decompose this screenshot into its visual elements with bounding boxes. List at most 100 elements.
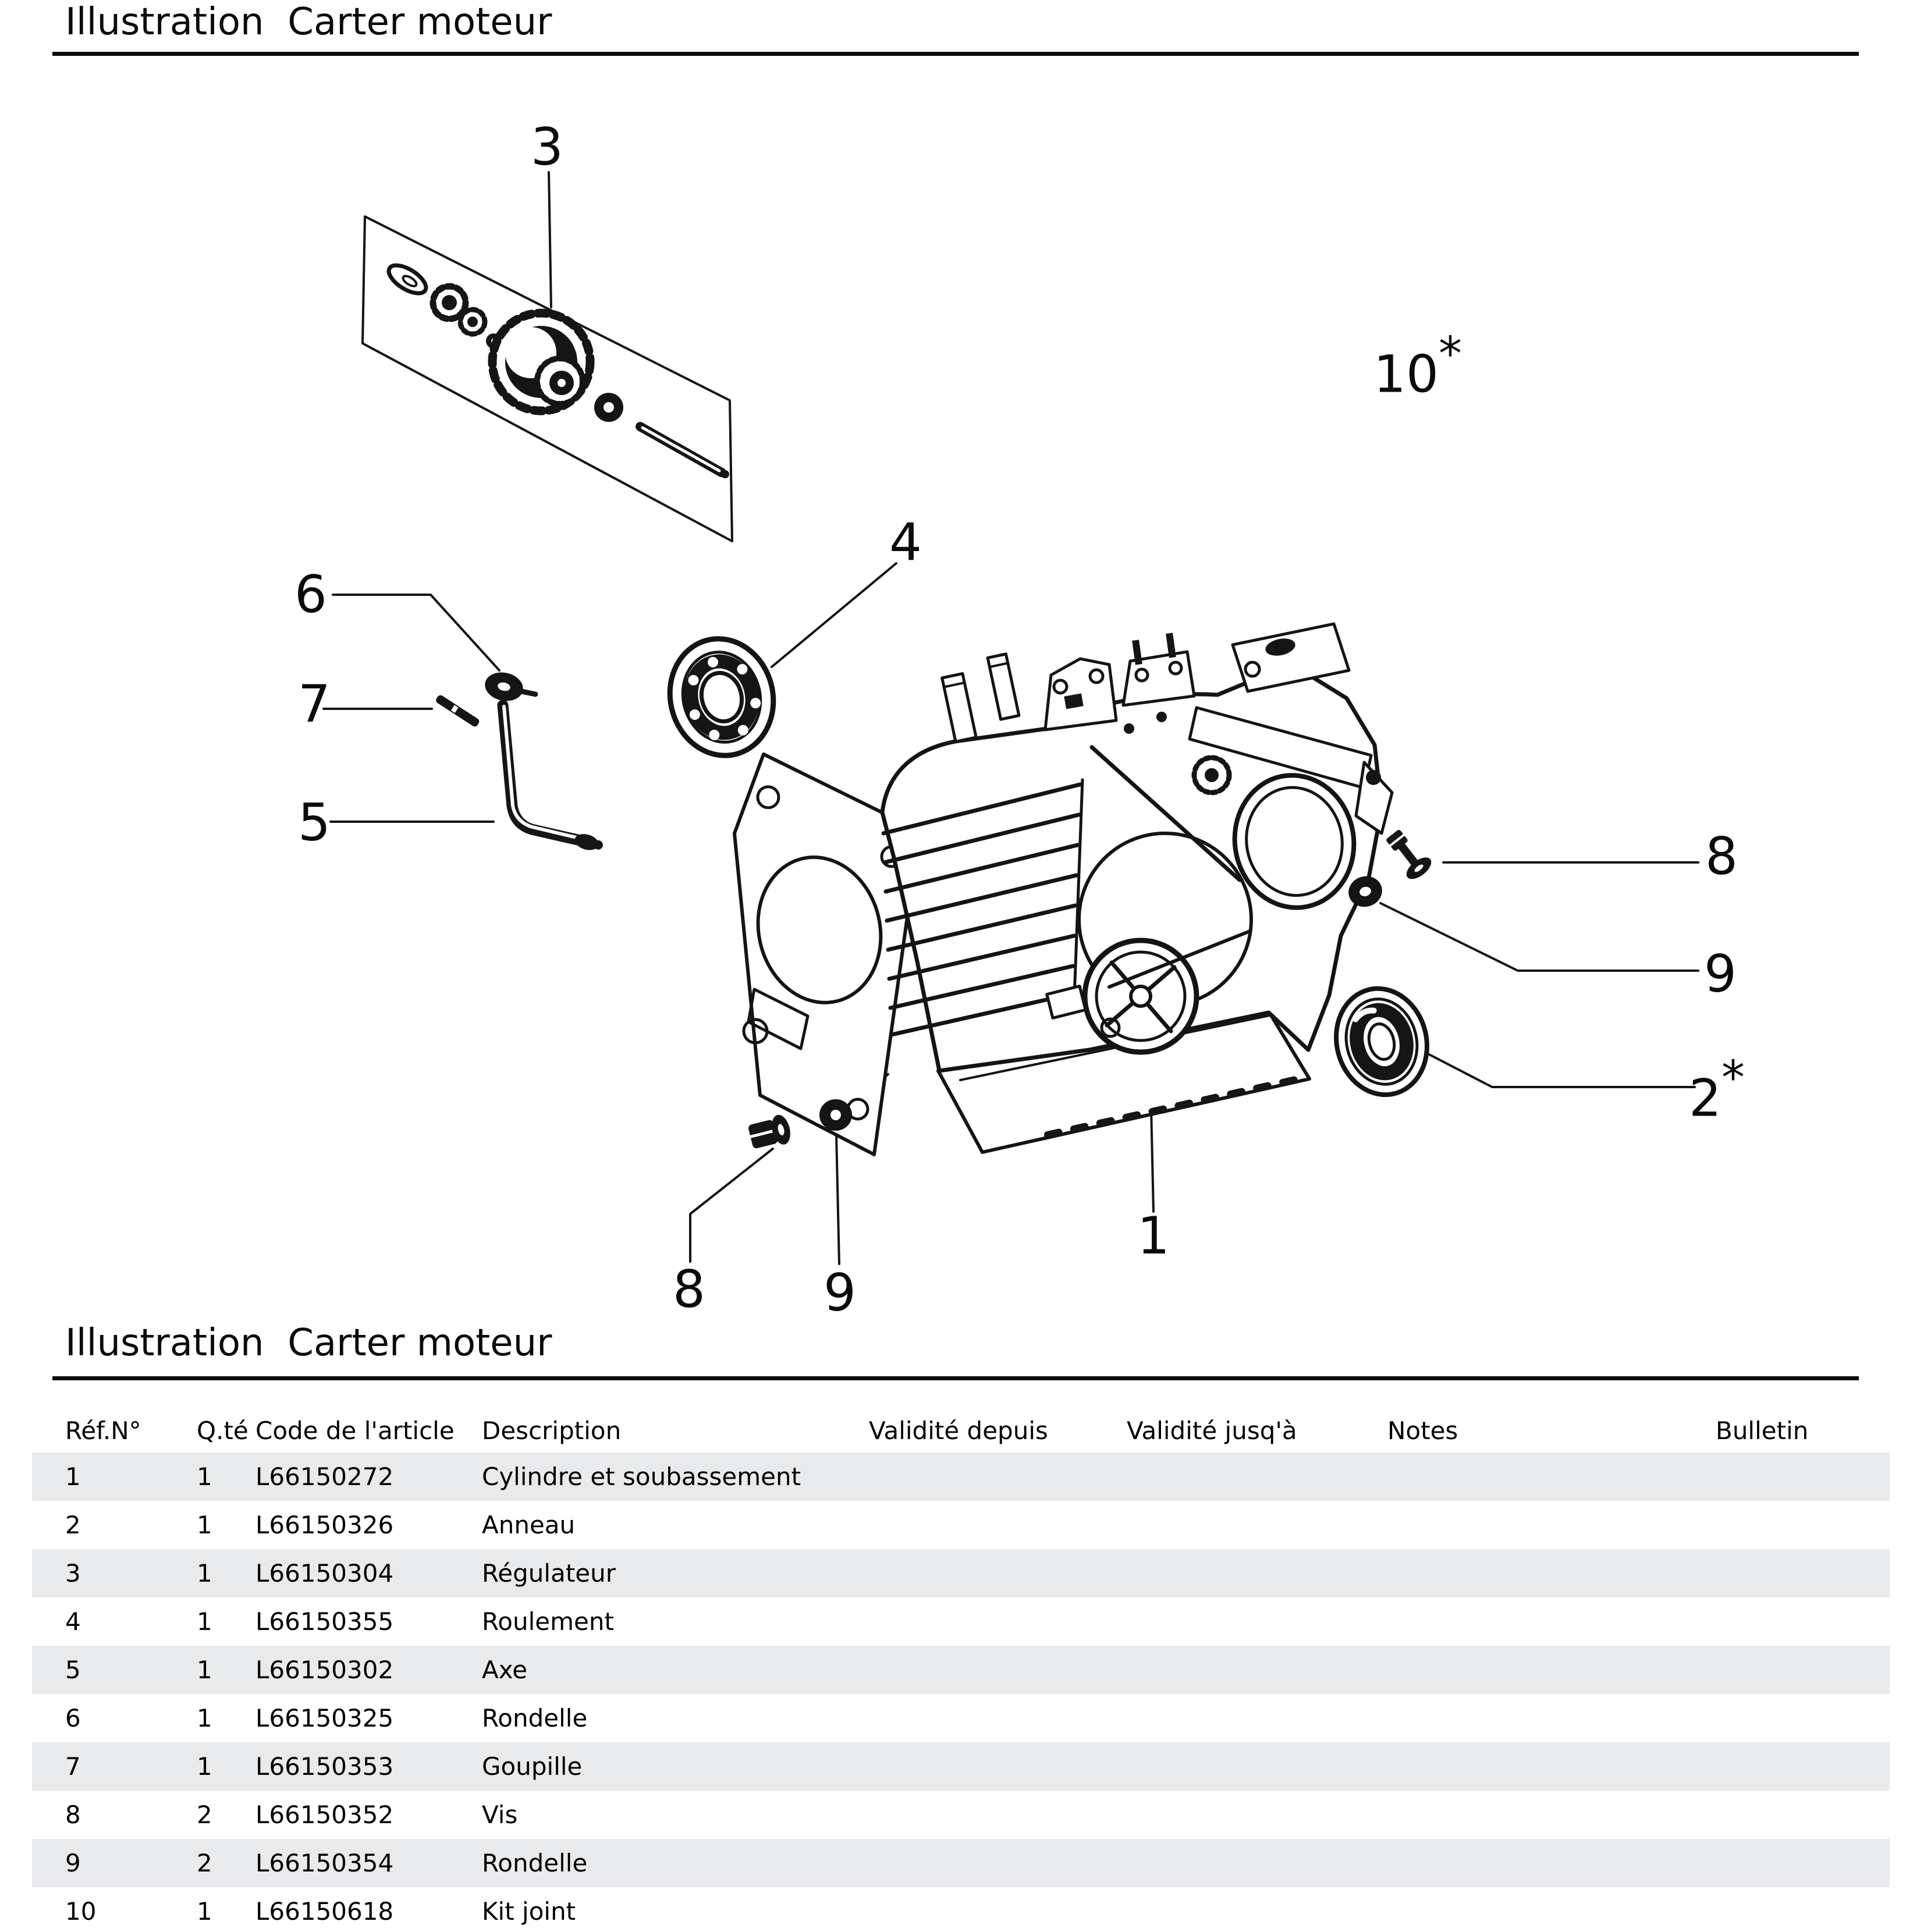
table-row: 3 1 L66150304 Régulateur bbox=[32, 1549, 1890, 1597]
cell-qty: 1 bbox=[197, 1704, 212, 1732]
pin-part-7 bbox=[436, 695, 480, 727]
cell-description: Roulement bbox=[482, 1607, 614, 1636]
bearing-part bbox=[667, 636, 776, 758]
cell-validite_depuis bbox=[869, 1742, 1127, 1791]
cell-qty: 2 bbox=[197, 1849, 212, 1877]
cell-code: L66150618 bbox=[255, 1897, 394, 1926]
callout-6: 6 bbox=[294, 564, 327, 624]
cell-description: Axe bbox=[482, 1656, 528, 1684]
asterisk-mark: * bbox=[1438, 326, 1462, 381]
cell-qty: 1 bbox=[197, 1511, 212, 1539]
cell-ref: 10 bbox=[65, 1897, 97, 1926]
callout-3: 3 bbox=[531, 117, 563, 177]
cell-validite_jusqua bbox=[1127, 1549, 1387, 1597]
washer-part-bottom bbox=[819, 1099, 852, 1131]
cell-bulletin bbox=[1716, 1646, 1890, 1694]
table-row: 1 1 L66150272 Cylindre et soubassement bbox=[32, 1452, 1890, 1501]
washer-part-6 bbox=[485, 672, 538, 701]
callout-2: 2* bbox=[1689, 1050, 1745, 1128]
cell-validite_jusqua bbox=[1127, 1694, 1387, 1742]
screw-part-right bbox=[1386, 830, 1432, 879]
cell-notes bbox=[1387, 1452, 1716, 1501]
cell-description: Vis bbox=[482, 1800, 518, 1829]
cell-description: Rondelle bbox=[482, 1704, 588, 1732]
cell-bulletin bbox=[1716, 1597, 1890, 1646]
cell-bulletin bbox=[1716, 1694, 1890, 1742]
cell-qty: 1 bbox=[197, 1752, 212, 1781]
cell-description: Anneau bbox=[482, 1511, 576, 1539]
cell-qty: 1 bbox=[197, 1607, 212, 1636]
cell-ref: 7 bbox=[65, 1752, 81, 1781]
column-header-bulletin: Bulletin bbox=[1716, 1416, 1809, 1445]
cell-bulletin bbox=[1716, 1887, 1890, 1932]
column-header-qty: Q.té bbox=[197, 1416, 249, 1445]
cell-bulletin bbox=[1716, 1839, 1890, 1887]
cell-bulletin bbox=[1716, 1501, 1890, 1549]
cell-code: L66150352 bbox=[255, 1800, 394, 1829]
cell-validite_jusqua bbox=[1127, 1839, 1387, 1887]
cell-bulletin bbox=[1716, 1549, 1890, 1597]
cell-description: Rondelle bbox=[482, 1849, 588, 1877]
oil-seal-part bbox=[1334, 986, 1429, 1098]
column-header-notes: Notes bbox=[1387, 1416, 1458, 1445]
cell-validite_depuis bbox=[869, 1452, 1127, 1501]
cell-code: L66150272 bbox=[255, 1462, 394, 1491]
cell-code: L66150302 bbox=[255, 1656, 394, 1684]
cell-validite_depuis bbox=[869, 1549, 1127, 1597]
cell-validite_jusqua bbox=[1127, 1501, 1387, 1549]
shaft-part-5 bbox=[497, 699, 603, 850]
cell-validite_depuis bbox=[869, 1597, 1127, 1646]
column-header-ref: Réf.N° bbox=[65, 1416, 141, 1445]
cell-validite_depuis bbox=[869, 1501, 1127, 1549]
regulator-assembly-part bbox=[361, 215, 733, 542]
cell-code: L66150353 bbox=[255, 1752, 394, 1781]
cell-description: Cylindre et soubassement bbox=[482, 1462, 801, 1491]
cell-code: L66150304 bbox=[255, 1559, 394, 1587]
callout-8: 8 bbox=[673, 1259, 705, 1319]
cell-validite_jusqua bbox=[1127, 1887, 1387, 1932]
cell-code: L66150355 bbox=[255, 1607, 394, 1636]
title-rule bbox=[52, 52, 1859, 56]
cell-ref: 1 bbox=[65, 1462, 81, 1491]
cell-validite_jusqua bbox=[1127, 1742, 1387, 1791]
column-header-code: Code de l'article bbox=[255, 1416, 455, 1445]
cell-notes bbox=[1387, 1694, 1716, 1742]
cell-notes bbox=[1387, 1742, 1716, 1791]
cell-bulletin bbox=[1716, 1452, 1890, 1501]
column-header-description: Description bbox=[482, 1416, 622, 1445]
callout-1: 1 bbox=[1137, 1206, 1170, 1266]
cell-ref: 9 bbox=[65, 1849, 81, 1877]
cell-code: L66150354 bbox=[255, 1849, 394, 1877]
column-header-validite_depuis: Validité depuis bbox=[869, 1416, 1048, 1445]
cell-description: Régulateur bbox=[482, 1559, 616, 1587]
cell-qty: 1 bbox=[197, 1462, 212, 1491]
cell-code: L66150325 bbox=[255, 1704, 394, 1732]
callout-7: 7 bbox=[298, 674, 331, 734]
table-title-rule bbox=[52, 1376, 1859, 1380]
callout-4: 4 bbox=[889, 512, 922, 572]
bolt-part-bottom bbox=[748, 1114, 790, 1149]
cell-ref: 3 bbox=[65, 1559, 81, 1587]
table-title: Illustration Carter moteur bbox=[65, 1322, 552, 1365]
cell-validite_depuis bbox=[869, 1791, 1127, 1839]
washer-part-right bbox=[1348, 876, 1382, 907]
cell-bulletin bbox=[1716, 1791, 1890, 1839]
callout-9: 9 bbox=[823, 1263, 856, 1323]
callout-9: 9 bbox=[1704, 944, 1737, 1004]
cell-qty: 1 bbox=[197, 1559, 212, 1587]
cell-notes bbox=[1387, 1549, 1716, 1597]
cell-validite_depuis bbox=[869, 1646, 1127, 1694]
cell-notes bbox=[1387, 1501, 1716, 1549]
cell-qty: 2 bbox=[197, 1800, 212, 1829]
cell-notes bbox=[1387, 1597, 1716, 1646]
cell-validite_jusqua bbox=[1127, 1791, 1387, 1839]
